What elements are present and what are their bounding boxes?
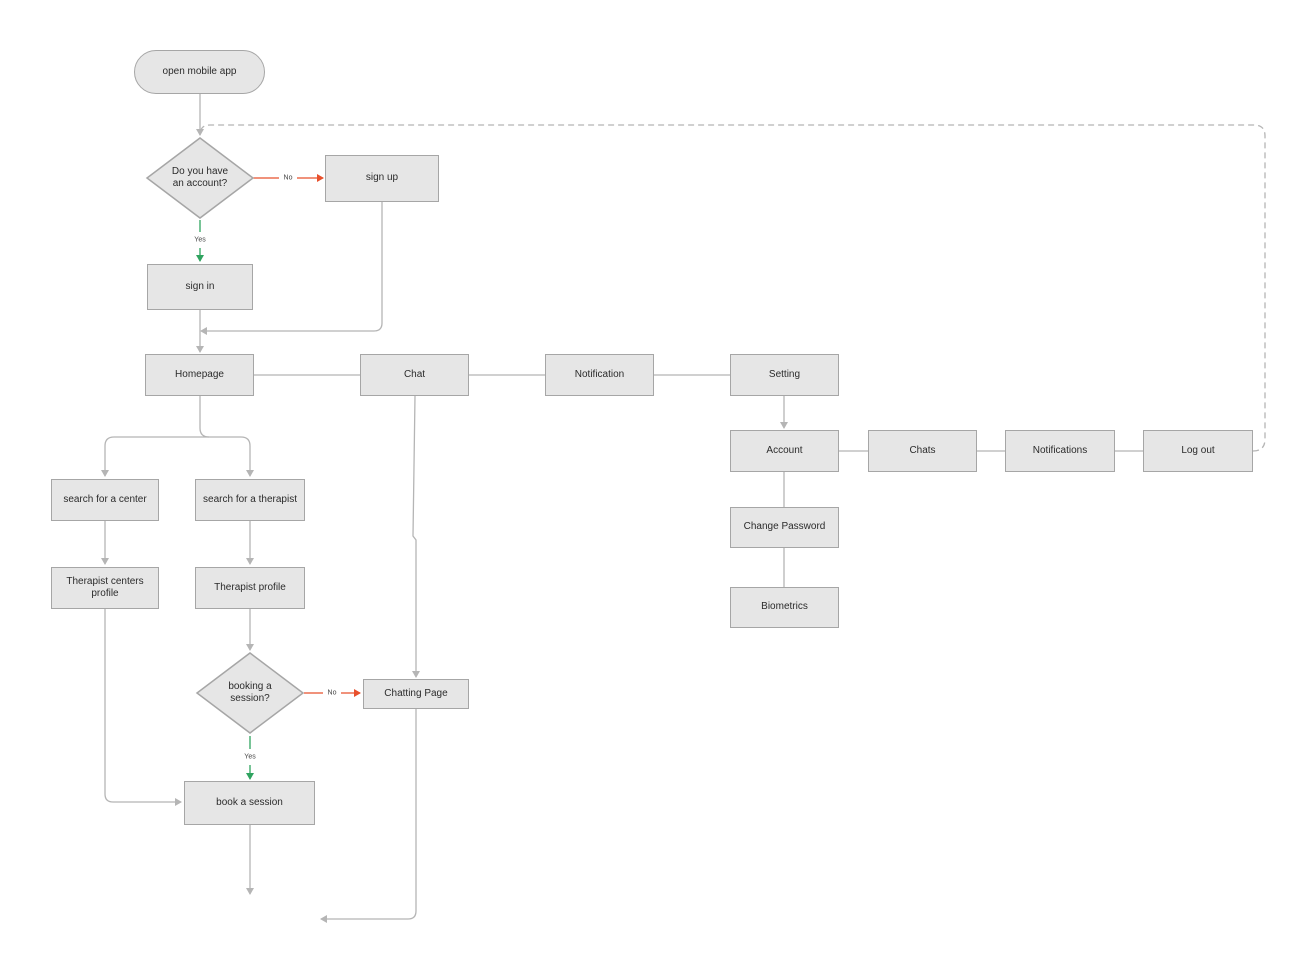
node-therapist-centers-profile[interactable]: Therapist centers profile [51,567,159,609]
label-booking-yes: Yes [243,753,257,761]
node-search-therapist[interactable]: search for a therapist [195,479,305,521]
decision-booking-text: booking a session? [228,680,272,705]
node-homepage[interactable]: Homepage [145,354,254,396]
node-search-center[interactable]: search for a center [51,479,159,521]
edge-logout-return [199,124,1266,452]
node-chatting-page[interactable]: Chatting Page [363,679,469,709]
node-notifications[interactable]: Notifications [1005,430,1115,472]
label-account-yes: Yes [193,236,207,244]
node-open-mobile-app[interactable]: open mobile app [134,50,265,94]
edge-chat-to-chatting-page [412,395,420,678]
edge-chatting-page-out [320,709,417,923]
node-account[interactable]: Account [730,430,839,472]
node-chats[interactable]: Chats [868,430,977,472]
label-booking-no: No [326,689,338,697]
node-notification[interactable]: Notification [545,354,654,396]
label-account-no: No [282,174,294,182]
edge-signup-to-main [200,202,383,335]
decision-account-text: Do you have an account? [171,165,229,190]
edge-homepage-branch [199,396,254,477]
node-chat[interactable]: Chat [360,354,469,396]
node-setting[interactable]: Setting [730,354,839,396]
node-sign-up[interactable]: sign up [325,155,439,202]
decision-account-shape [145,137,255,219]
node-biometrics[interactable]: Biometrics [730,587,839,628]
edge-branch-to-center [101,436,209,477]
node-change-password[interactable]: Change Password [730,507,839,548]
decision-booking-shape [195,652,305,734]
edge-centers-profile-to-book [104,609,182,806]
node-log-out[interactable]: Log out [1143,430,1253,472]
node-sign-in[interactable]: sign in [147,264,253,310]
node-therapist-profile[interactable]: Therapist profile [195,567,305,609]
node-book-a-session[interactable]: book a session [184,781,315,825]
